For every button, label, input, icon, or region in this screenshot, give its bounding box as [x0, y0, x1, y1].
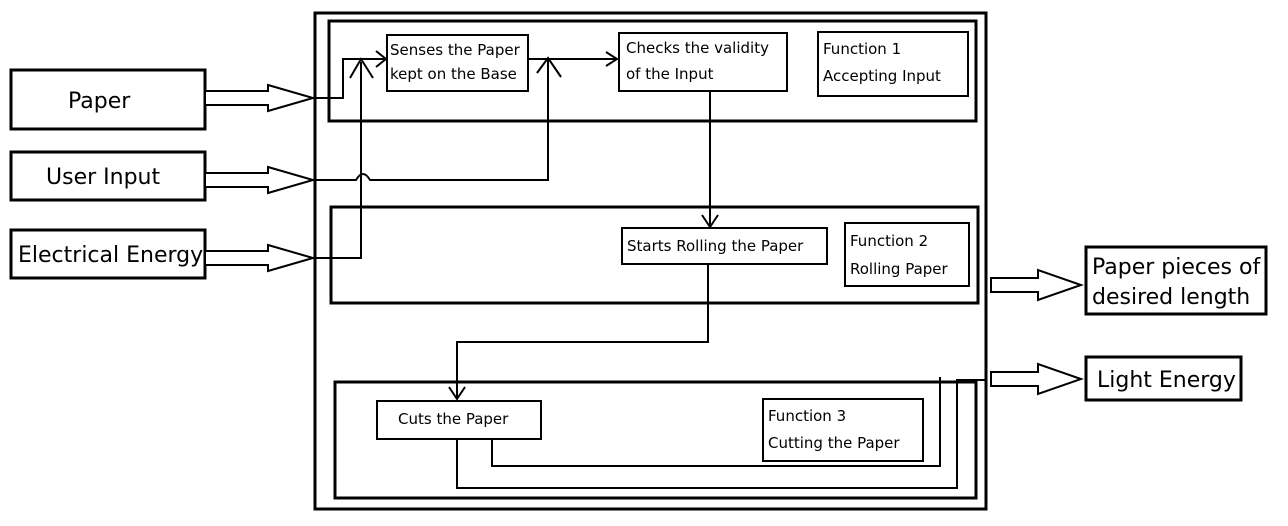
output-light-energy: Light Energy	[1084, 355, 1243, 402]
function-2-label-line2: Rolling Paper	[850, 260, 949, 278]
function-1-label-box: Function 1 Accepting Input	[817, 31, 969, 97]
electrical-energy-line	[313, 62, 362, 259]
senses-paper-box: Senses the Paper kept on the Base	[386, 34, 529, 92]
senses-paper-line1: Senses the Paper	[390, 41, 521, 59]
checks-validity-line1: Checks the validity	[626, 39, 769, 57]
function-3-label-line2: Cutting the Paper	[768, 434, 900, 452]
input-paper-label: Paper	[68, 89, 131, 114]
cut-output-line-a	[491, 377, 941, 467]
function-2-label-box: Function 2 Rolling Paper	[844, 222, 970, 287]
function-1-label-line2: Accepting Input	[823, 67, 941, 85]
input-electrical-energy: Electrical Energy	[9, 228, 207, 280]
electrical-energy-arrow	[204, 243, 317, 273]
function-2-label-line1: Function 2	[850, 232, 928, 250]
input-paper: Paper	[9, 68, 207, 131]
output-paper-pieces-line1: Paper pieces of	[1092, 255, 1261, 280]
output-paper-pieces-line2: desired length	[1092, 285, 1250, 310]
checks-validity-box: Checks the validity of the Input	[618, 32, 788, 92]
function-1-label-line1: Function 1	[823, 40, 901, 58]
senses-paper-line2: kept on the Base	[390, 65, 517, 83]
paper-flow-arrowhead	[375, 50, 388, 68]
user-input-arrow	[204, 165, 317, 195]
function-3-label-line1: Function 3	[768, 407, 846, 425]
output-paper-pieces: Paper pieces of desired length	[1084, 245, 1268, 316]
rolling-paper-box: Starts Rolling the Paper	[621, 227, 828, 265]
checks-validity-line2: of the Input	[626, 65, 714, 83]
electrical-energy-arrowhead	[349, 57, 374, 79]
paper-flow-line	[313, 58, 384, 99]
roll-to-cut-line	[456, 264, 709, 398]
function-3-label-box: Function 3 Cutting the Paper	[762, 398, 924, 462]
cut-output-line-b	[456, 379, 986, 489]
user-input-arrowhead	[536, 56, 562, 78]
paper-pieces-output-arrow	[990, 268, 1085, 302]
rolling-paper-text: Starts Rolling the Paper	[627, 237, 804, 255]
sense-to-check-arrowhead	[605, 51, 619, 67]
input-electrical-energy-label: Electrical Energy	[18, 243, 203, 268]
cuts-paper-box: Cuts the Paper	[376, 400, 542, 440]
input-user-input-label: User Input	[46, 165, 160, 190]
light-energy-output-arrow	[990, 362, 1085, 396]
check-to-roll-arrowhead	[701, 214, 719, 229]
roll-to-cut-arrowhead	[448, 386, 466, 401]
user-input-signal-line	[313, 60, 549, 181]
output-light-energy-label: Light Energy	[1097, 368, 1236, 393]
input-user-input: User Input	[9, 150, 207, 202]
cuts-paper-text: Cuts the Paper	[398, 410, 509, 428]
paper-input-arrow	[204, 83, 317, 113]
